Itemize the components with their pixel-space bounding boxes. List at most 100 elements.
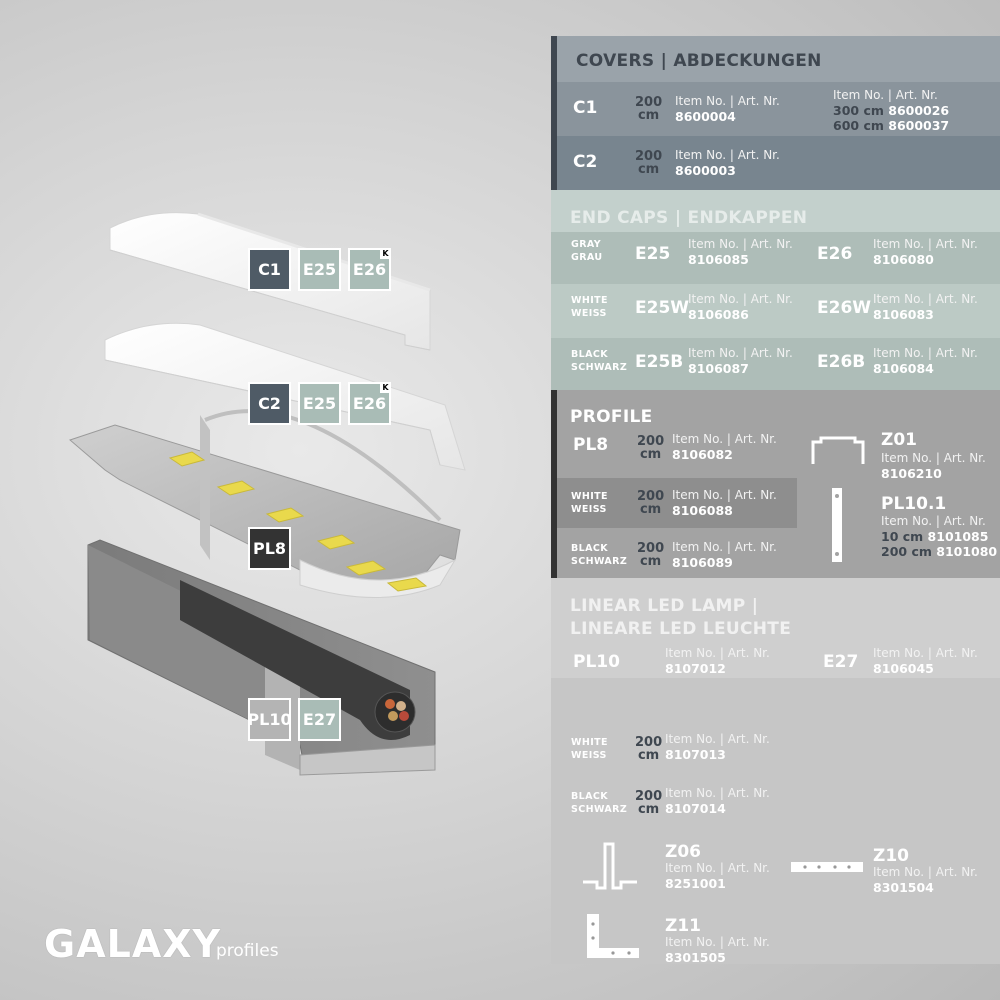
pl10-black-number: 8107014 (665, 801, 726, 816)
e25w-code: E25W (635, 298, 690, 318)
e26-number: 8106080 (873, 252, 934, 267)
pl10-white-label: Item No. | Art. Nr. (665, 732, 770, 746)
z01-number: 8106210 (881, 466, 942, 481)
tag-e26-b-label: E26 (352, 394, 387, 413)
c1-extra-600: 600 cm 8600037 (833, 118, 950, 133)
tag-c1: C1 (248, 248, 291, 291)
e25b-label: Item No. | Art. Nr. (688, 346, 793, 360)
tag-e26-a-label: E26 (352, 260, 387, 279)
c1-item-label: Item No. | Art. Nr. (675, 94, 780, 108)
tag-pl8: PL8 (248, 527, 291, 570)
profile-pl10-shape (87, 539, 436, 776)
z10-connector-icon (791, 862, 863, 872)
e25-label: Item No. | Art. Nr. (688, 237, 793, 251)
pl10-1-10cm: 10 cm 8101085 (881, 529, 989, 544)
pl10-1-200cm: 200 cm 8101080 (881, 544, 998, 559)
e27-number: 8106045 (873, 661, 934, 676)
pl8-label: Item No. | Art. Nr. (672, 432, 777, 446)
z11-number: 8301505 (665, 950, 726, 965)
pl10-black-label: Item No. | Art. Nr. (665, 786, 770, 800)
pl8-white-number: 8106088 (672, 503, 733, 518)
e27-code: E27 (823, 652, 859, 672)
z11-corner-icon (587, 914, 639, 958)
c2-item-number: 8600003 (675, 163, 736, 178)
c1-code: C1 (573, 98, 598, 118)
z01-label: Item No. | Art. Nr. (881, 451, 986, 465)
e25-code: E25 (635, 244, 671, 264)
pl8-code: PL8 (573, 435, 609, 455)
z06-number: 8251001 (665, 876, 726, 891)
z10-number: 8301504 (873, 880, 934, 895)
e25-number: 8106085 (688, 252, 749, 267)
tag-k-badge: K (380, 248, 391, 259)
pl10-1-bar-icon (832, 488, 842, 562)
endcaps-title: END CAPS | ENDKAPPEN (570, 208, 808, 228)
e27-label: Item No. | Art. Nr. (873, 646, 978, 660)
section-lamp: LINEAR LED LAMP | LINEARE LED LEUCHTE PL… (551, 578, 1000, 965)
galaxy-logo: GALAXY (44, 922, 222, 966)
z01-code: Z01 (881, 430, 917, 450)
c1-extra-label: Item No. | Art. Nr. (833, 88, 938, 102)
profile-title: PROFILE (570, 407, 653, 427)
e26-label: Item No. | Art. Nr. (873, 237, 978, 251)
pl10-1-code: PL10.1 (881, 494, 947, 514)
e26w-number: 8106083 (873, 307, 934, 322)
z01-clip-icon (811, 436, 865, 464)
pl10-label: Item No. | Art. Nr. (665, 646, 770, 660)
lamp-title-2: LINEARE LED LEUCHTE (570, 619, 792, 639)
z06-code: Z06 (665, 842, 701, 862)
lamp-header-bg (551, 578, 1000, 678)
pl10-white-number: 8107013 (665, 747, 726, 762)
z11-code: Z11 (665, 916, 701, 936)
pl8-black-label: Item No. | Art. Nr. (672, 540, 777, 554)
galaxy-logo-sub: profiles (216, 941, 279, 961)
c1-item-number: 8600004 (675, 109, 736, 124)
endcaps-header-bg (551, 190, 1000, 232)
tag-e26-b: E26 K (348, 382, 391, 425)
exploded-profile-drawing (69, 212, 466, 776)
profile-pl8-shape (69, 409, 461, 598)
tag-pl10: PL10 (247, 698, 292, 741)
e25w-number: 8106086 (688, 307, 749, 322)
e26-code: E26 (817, 244, 853, 264)
e26b-label: Item No. | Art. Nr. (873, 346, 978, 360)
e26w-code: E26W (817, 298, 872, 318)
z11-label: Item No. | Art. Nr. (665, 935, 770, 949)
pl10-number: 8107012 (665, 661, 726, 676)
c1-extra-300: 300 cm 8600026 (833, 103, 950, 118)
tag-e27: E27 (298, 698, 341, 741)
e26b-number: 8106084 (873, 361, 934, 376)
c2-item-label: Item No. | Art. Nr. (675, 148, 780, 162)
c2-code: C2 (573, 152, 598, 172)
e26b-code: E26B (817, 352, 866, 372)
tag-k-badge: K (380, 382, 391, 393)
pl10-1-label: Item No. | Art. Nr. (881, 514, 986, 528)
z10-label: Item No. | Art. Nr. (873, 865, 978, 879)
e25b-code: E25B (635, 352, 684, 372)
z06-label: Item No. | Art. Nr. (665, 861, 770, 875)
pl8-white-label: Item No. | Art. Nr. (672, 488, 777, 502)
z06-bracket-icon (583, 842, 637, 890)
tag-e25-a: E25 (298, 248, 341, 291)
z10-code: Z10 (873, 846, 909, 866)
